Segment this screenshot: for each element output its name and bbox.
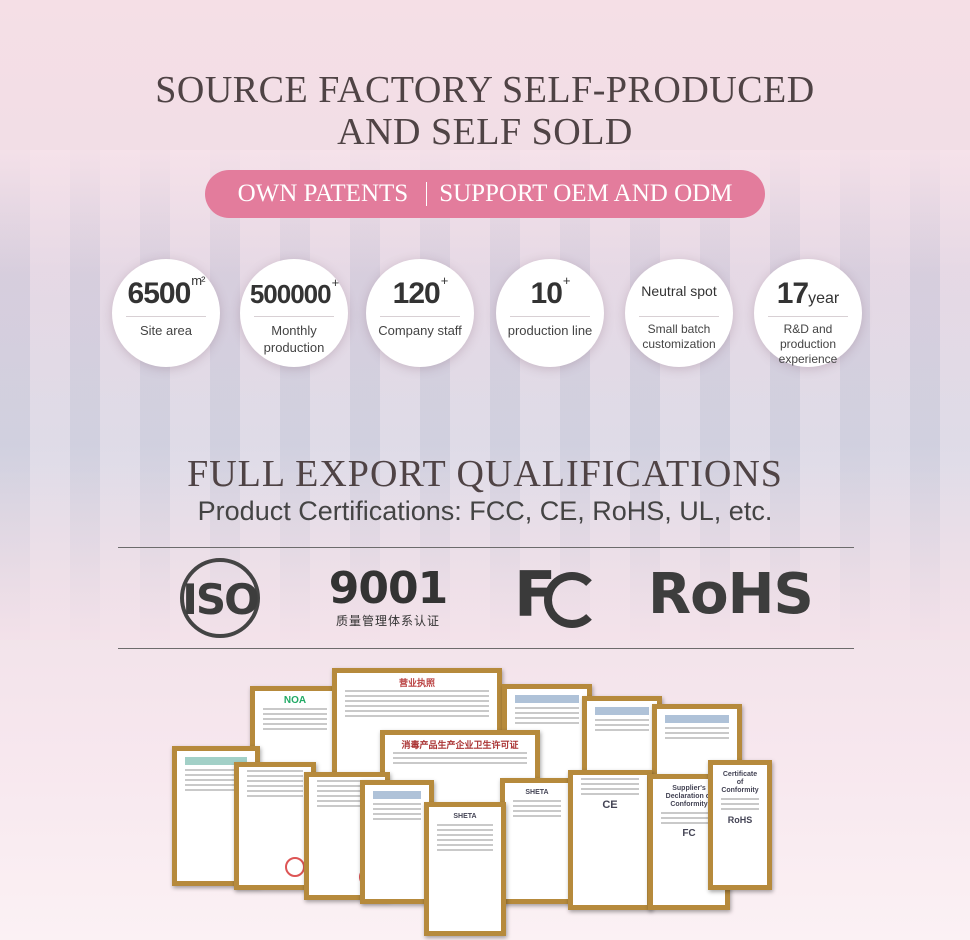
stat-company-staff: 120+ Company staff — [366, 259, 474, 367]
certificate-environmental-management — [234, 762, 316, 890]
stat-years-experience: 17year R&D and production experience — [754, 259, 862, 367]
certificate-title: Supplier's Declaration of Conformity — [665, 785, 713, 808]
certificate-fc-mark: FC — [682, 828, 696, 839]
stat-divider — [768, 316, 848, 317]
iso9001-logo: 9001 质量管理体系认证 — [328, 566, 448, 629]
qualifications-title: FULL EXPORT QUALIFICATIONS — [187, 453, 783, 495]
pill-own-patents: OWN PATENTS — [237, 180, 409, 207]
certification-logos: ISO 9001 质量管理体系认证 F RoHS — [118, 552, 854, 647]
pill-separator — [426, 182, 428, 206]
page-title-line1: SOURCE FACTORY SELF-PRODUCED — [155, 69, 815, 111]
fcc-logo: F — [514, 560, 606, 632]
iso9001-number: 9001 — [328, 563, 448, 614]
iso9001-caption: 质量管理体系认证 — [335, 614, 440, 628]
factory-background-photo — [0, 150, 970, 640]
fcc-c-icon — [544, 572, 600, 628]
stat-label: production line — [507, 323, 593, 338]
stat-unit: year — [808, 290, 840, 307]
stat-divider — [639, 316, 719, 317]
certificate-test-report — [360, 780, 434, 904]
stat-value: Neutral spot — [641, 283, 717, 299]
stat-value: 120 — [392, 277, 441, 310]
stat-label: Monthly production — [263, 323, 325, 355]
stat-value: 500000 — [249, 279, 332, 309]
stat-neutral-spot: Neutral spot Small batch customization — [625, 259, 733, 367]
stat-label: Small batch customization — [642, 322, 716, 351]
stat-divider — [510, 316, 590, 317]
iso-logo: ISO — [168, 558, 272, 638]
stats-row: 6500m² Site area 500000+ Monthly product… — [0, 259, 970, 369]
stat-value: 17 — [776, 277, 809, 310]
stat-divider — [126, 316, 206, 317]
certificate-title: 消毒产品生产企业卫生许可证 — [401, 740, 519, 750]
divider-top — [118, 547, 854, 548]
iso-globe-icon — [180, 558, 260, 638]
feature-pill: OWN PATENTS SUPPORT OEM AND ODM — [205, 170, 765, 218]
stat-divider — [380, 316, 460, 317]
stat-value: 6500 — [127, 277, 192, 310]
divider-bottom — [118, 648, 854, 649]
certificate-title: 营业执照 — [398, 678, 435, 688]
stat-divider — [254, 316, 334, 317]
stat-production-line: 10+ production line — [496, 259, 604, 367]
stat-label: Company staff — [378, 323, 462, 338]
rohs-logo: RoHS — [648, 562, 814, 627]
pill-oem-odm: SUPPORT OEM AND ODM — [439, 180, 733, 207]
certificate-rohs-mark: RoHS — [727, 815, 753, 825]
certificate-title: Certificate of Conformity — [721, 771, 759, 794]
page-title-line2: AND SELF SOLD — [337, 111, 633, 153]
iso-text: ISO — [182, 575, 260, 624]
stat-label: Site area — [139, 323, 193, 338]
certificates-collage: NOA 营业执照 消毒产品生产企业卫生许可证 SHETA SHETA — [172, 662, 772, 940]
stat-label: R&D and production experience — [778, 322, 838, 366]
certificate-title: NOA — [283, 695, 307, 706]
certificate-sheta-1: SHETA — [500, 778, 574, 904]
certificate-title: SHETA — [453, 813, 477, 820]
certificate-ce-mark: CE — [602, 799, 618, 811]
stat-sup: + — [440, 273, 449, 288]
stat-site-area: 6500m² Site area — [112, 259, 220, 367]
qualifications-subtitle: Product Certifications: FCC, CE, RoHS, U… — [197, 496, 773, 526]
stat-sup: + — [562, 273, 571, 288]
certificate-title: SHETA — [525, 789, 549, 796]
stat-monthly-production: 500000+ Monthly production — [240, 259, 348, 367]
stat-value: 10 — [530, 277, 563, 310]
certificate-conformity: Certificate of Conformity RoHS — [708, 760, 772, 890]
certificate-sheta-2: SHETA — [424, 802, 506, 936]
certificate-ce: CE — [568, 770, 652, 910]
certificate-supplier-declaration: Supplier's Declaration of Conformity FC — [648, 774, 730, 910]
stat-sup: + — [331, 275, 340, 290]
stat-sup: m² — [191, 273, 205, 288]
